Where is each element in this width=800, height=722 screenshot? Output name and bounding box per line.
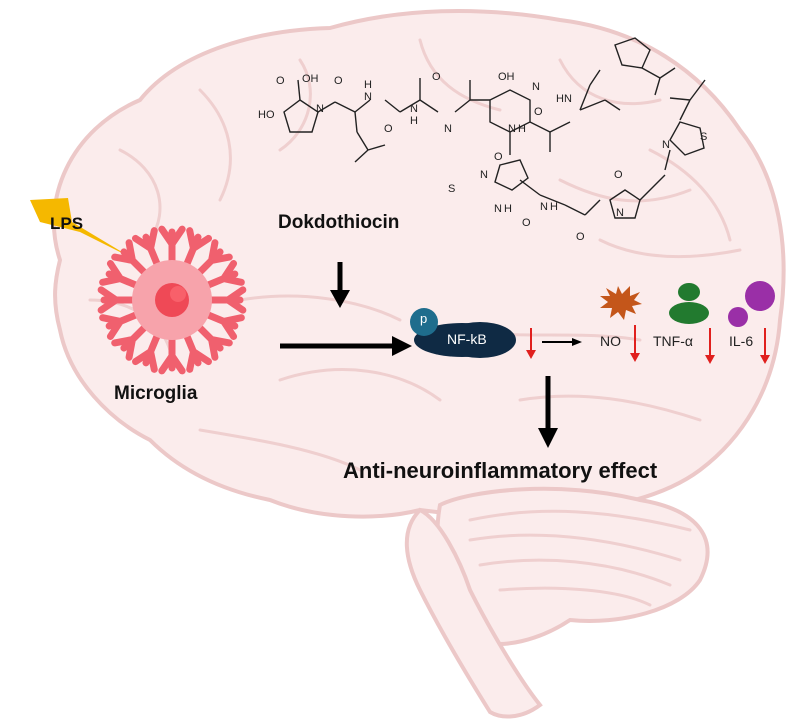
atom-label: O — [494, 151, 503, 163]
phospho-group — [410, 308, 438, 336]
atom-label: H — [410, 115, 418, 127]
lps-label: LPS — [50, 214, 84, 233]
atom-label: O — [522, 217, 531, 229]
decrease-arrow-il6 — [760, 328, 770, 364]
microglia-process — [99, 310, 143, 341]
phospho-label: p — [420, 311, 428, 326]
microglia-process — [158, 225, 186, 268]
atom-label: O — [576, 231, 585, 243]
tnf-molecule-bottom — [669, 302, 709, 324]
atom-label: O — [534, 106, 543, 118]
atom-label: H — [550, 201, 558, 213]
atom-label: N — [480, 169, 488, 181]
atom-label: H — [518, 123, 526, 135]
il6-molecule-small — [728, 307, 748, 327]
atom-label: N — [616, 207, 624, 219]
microglia-process — [99, 259, 143, 290]
atom-label: N — [494, 203, 502, 215]
no-burst-icon — [600, 286, 642, 320]
arrow-to-nfkb — [280, 336, 412, 356]
atom-label: HO — [258, 109, 275, 121]
effect-label: Anti-neuroinflammatory effect — [343, 458, 658, 483]
lightning-bolt-icon — [30, 198, 132, 258]
il6-molecule-large — [745, 281, 775, 311]
atom-label: O — [432, 71, 441, 83]
cerebrum — [51, 8, 786, 520]
microglia-process — [182, 329, 213, 373]
atom-label: OH — [302, 73, 319, 85]
decrease-arrow-tnf — [705, 328, 715, 364]
compound-label: Dokdothiocin — [278, 212, 400, 233]
brainstem — [404, 507, 543, 719]
atom-label: N — [316, 103, 324, 115]
atom-label: H — [504, 203, 512, 215]
microglia-process — [201, 259, 245, 290]
microglia-process — [158, 332, 186, 375]
microglia-process — [182, 227, 213, 271]
microglia-nucleus — [155, 283, 189, 317]
no-label: NO — [600, 333, 621, 349]
microglia-process — [193, 321, 233, 361]
arrow-to-cytokines — [542, 338, 582, 346]
microglia-label: Microglia — [114, 383, 198, 404]
decrease-arrow-nfkb — [526, 328, 536, 359]
microglia-process — [193, 239, 233, 279]
arrow-to-effect — [538, 376, 558, 448]
microglia-process — [111, 321, 151, 361]
microglia-process — [97, 286, 140, 314]
atom-label: N — [662, 139, 670, 151]
atom-label: S — [448, 183, 455, 195]
atom-label: OH — [498, 71, 515, 83]
atom-label: HN — [556, 93, 572, 105]
atom-label: N — [508, 123, 516, 135]
atom-label: N — [410, 103, 418, 115]
atom-label: N — [540, 201, 548, 213]
microglia-cell — [97, 225, 247, 375]
microglia-process — [204, 286, 247, 314]
atom-label: S — [700, 131, 707, 143]
microglia-process — [131, 227, 162, 271]
atom-label: O — [614, 169, 623, 181]
tnf-molecule-top — [678, 283, 700, 301]
atom-label: H — [364, 79, 372, 91]
il6-label: IL-6 — [729, 333, 754, 349]
atom-label: N — [444, 123, 452, 135]
microglia-process — [111, 239, 151, 279]
atom-label: O — [334, 75, 343, 87]
nfkb-label: NF-kB — [447, 331, 487, 347]
atom-label: O — [384, 123, 393, 135]
atom-label: O — [276, 75, 285, 87]
atom-label: N — [532, 81, 540, 93]
tnf-label: TNF-α — [653, 333, 693, 349]
atom-label: N — [364, 91, 372, 103]
decrease-arrow-no — [630, 325, 640, 362]
microglia-process — [131, 329, 162, 373]
microglia-process — [201, 310, 245, 341]
arrow-dokdothiocin-down — [330, 262, 350, 308]
